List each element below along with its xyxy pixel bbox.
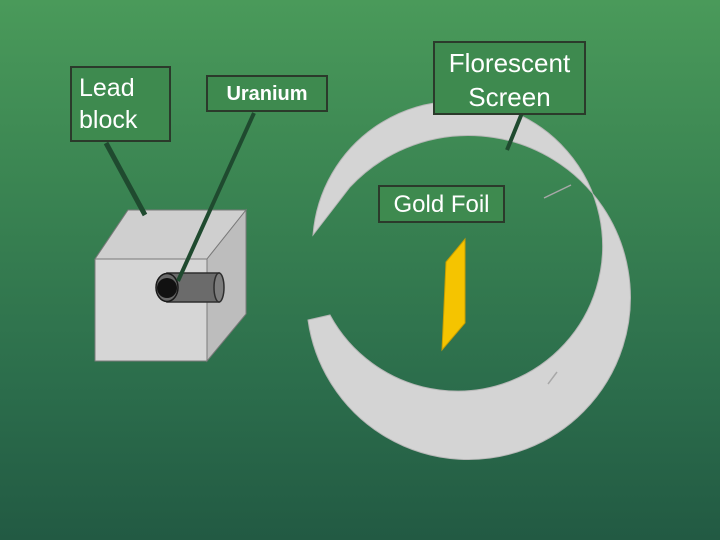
lead-block-pointer (103, 141, 148, 217)
uranium-tube-end (213, 272, 225, 303)
uranium-sample (157, 278, 177, 298)
uranium-pointer (176, 112, 256, 282)
lead-block-label: Lead block (70, 66, 171, 142)
uranium-label: Uranium (206, 75, 328, 112)
florescent-screen-ring (307, 100, 631, 461)
screen-seam-bottom (547, 371, 558, 385)
florescent-screen-label: Florescent Screen (433, 41, 586, 115)
screen-seam-top (543, 184, 572, 199)
gold-foil-label: Gold Foil (378, 185, 505, 223)
gold-foil-sheet (441, 237, 466, 352)
florescent-screen-pointer (505, 112, 524, 151)
